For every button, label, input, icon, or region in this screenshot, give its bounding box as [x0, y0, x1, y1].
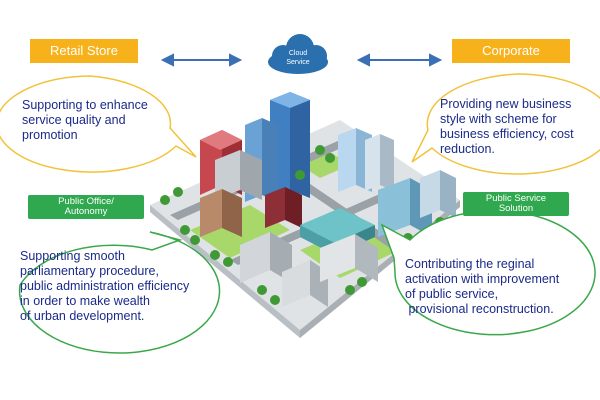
- bubble-line: provisional reconstruction.: [405, 302, 554, 316]
- bubble-top-left-text: Supporting to enhance service quality an…: [22, 98, 148, 143]
- bubble-top-right-text: Providing new business style with scheme…: [440, 97, 574, 157]
- cloud-label-line: Service: [286, 59, 310, 66]
- bubble-line: Supporting smooth: [20, 249, 125, 263]
- bubble-line: reduction.: [440, 142, 495, 156]
- bubble-line: business efficiency, cost: [440, 127, 574, 141]
- bubble-line: in order to make wealth: [20, 294, 150, 308]
- public-service-label: Public Service Solution: [463, 192, 569, 216]
- cloud-label: Cloud Service: [273, 49, 323, 67]
- bubble-line: service quality and: [22, 113, 126, 127]
- bubble-bottom-right-text: Contributing the reginal activation with…: [405, 257, 559, 317]
- bubble-line: Supporting to enhance: [22, 98, 148, 112]
- bubble-line: style with scheme for: [440, 112, 557, 126]
- bubble-line: Contributing the reginal: [405, 257, 535, 271]
- double-arrow-icon: [160, 53, 243, 67]
- bubble-line: public administration efficiency: [20, 279, 190, 293]
- bubble-bottom-left-text: Supporting smooth parliamentary procedur…: [20, 249, 189, 324]
- public-office-line: Public Office/: [58, 195, 114, 207]
- bubble-line: of urban development.: [20, 309, 145, 323]
- public-office-line: Autonomy: [64, 206, 108, 217]
- public-service-line: Solution: [498, 203, 534, 214]
- corporate-label: Corporate: [452, 39, 570, 63]
- bubble-line: parliamentary procedure,: [20, 264, 159, 278]
- public-service-line: Public Service: [485, 192, 547, 204]
- public-office-label: Public Office/ Autonomy: [28, 195, 144, 219]
- bubble-line: of public service,: [405, 287, 499, 301]
- bubble-line: activation with improvement: [405, 272, 560, 286]
- cloud-icon: [268, 34, 328, 74]
- cloud-label-line: Cloud: [288, 50, 308, 57]
- retail-store-label: Retail Store: [30, 39, 138, 63]
- double-arrow-icon: [356, 53, 443, 67]
- bubble-line: promotion: [22, 128, 78, 142]
- bubble-line: Providing new business: [440, 97, 572, 111]
